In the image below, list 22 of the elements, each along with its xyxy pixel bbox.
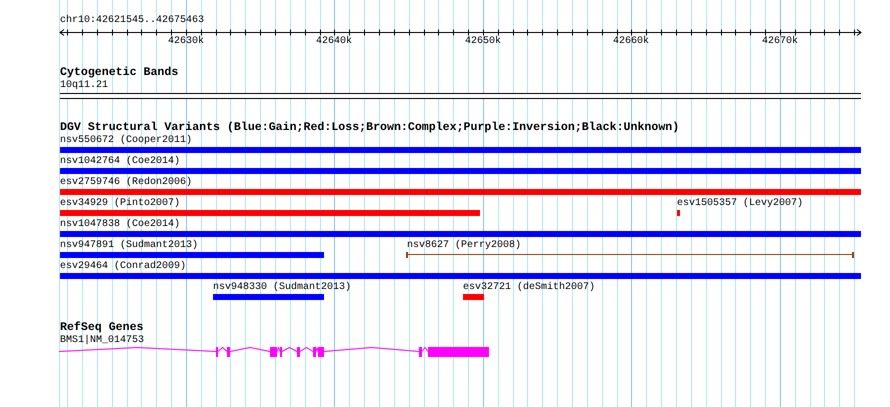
coordinate-range: chr10:42621545..42675463 xyxy=(60,15,204,26)
track-heading: DGV Structural Variants (Blue:Gain;Red:Loss;Brown:Complex;Purple:Inversion;Black:Unknown) xyxy=(60,122,680,134)
tick-label: 42660k xyxy=(613,36,650,46)
variant-label: nsv8627 (Perry2008) xyxy=(407,240,522,251)
tick-label: 42630k xyxy=(168,36,204,46)
tick-label: 42650k xyxy=(465,36,502,46)
variant-label: nsv1047838 (Coe2014) xyxy=(60,219,180,230)
band-label: 10q11.21 xyxy=(60,80,108,91)
tick-label: 42640k xyxy=(316,36,352,46)
track-heading: Cytogenetic Bands xyxy=(60,67,178,79)
variant-label: nsv947891 (Sudmant2013) xyxy=(60,240,198,251)
variant-label: nsv550672 (Cooper2011) xyxy=(60,135,192,146)
variant-label: nsv1042764 (Coe2014) xyxy=(60,156,180,167)
variant-label: esv1505357 (Levy2007) xyxy=(677,198,804,209)
track-heading: RefSeq Genes xyxy=(60,322,144,334)
variant-label: esv32721 (deSmith2007) xyxy=(463,282,596,293)
tick-label: 42670k xyxy=(762,36,798,46)
variant-label: esv34929 (Pinto2007) xyxy=(60,198,180,209)
gene-label: BMS1|NM_014753 xyxy=(60,334,144,346)
variant-label: esv29464 (Conrad2009) xyxy=(60,261,186,272)
variant-label: esv2759746 (Redon2006) xyxy=(60,177,192,188)
variant-label: nsv948330 (Sudmant2013) xyxy=(213,282,352,293)
